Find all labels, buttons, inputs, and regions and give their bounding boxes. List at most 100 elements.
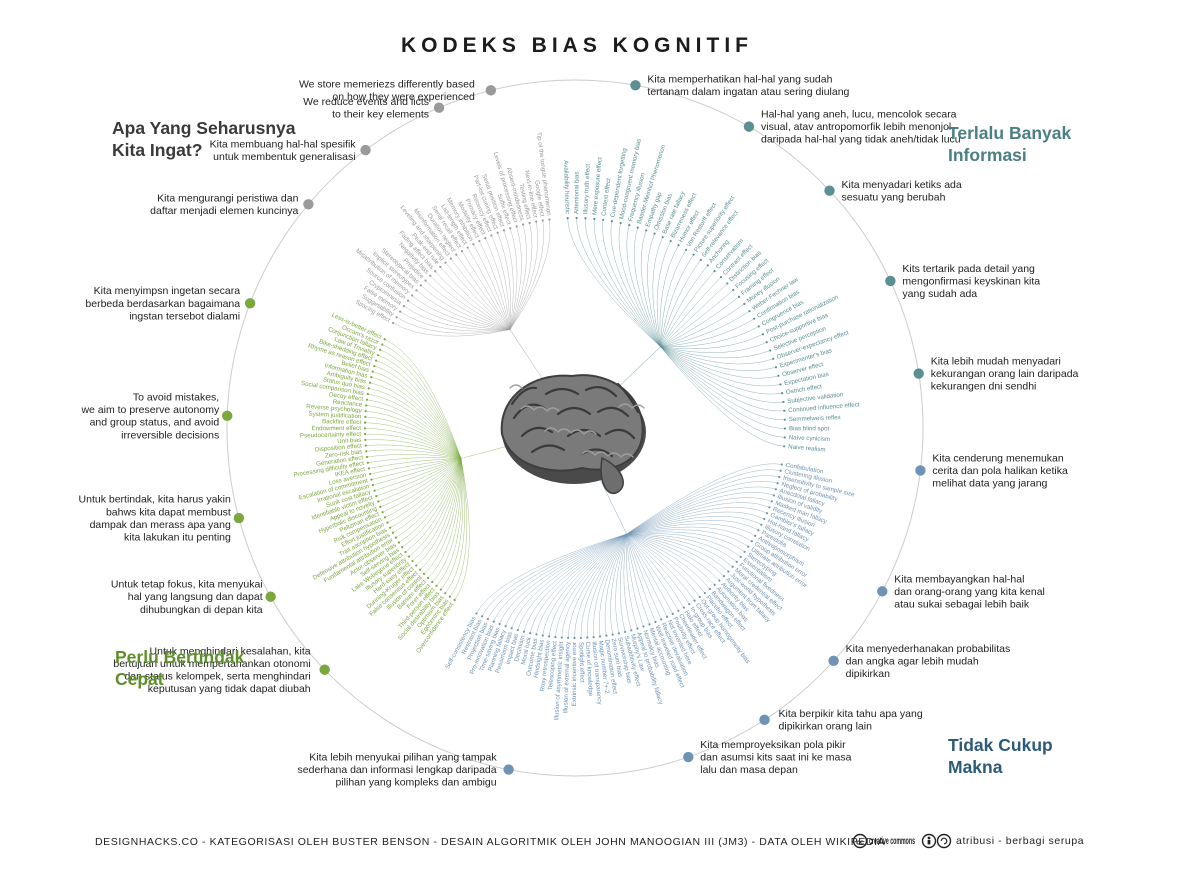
bias-name: Spotlight effect [577, 642, 585, 683]
branch-line [626, 520, 759, 535]
leaf-dot [453, 598, 456, 602]
leaf-dot [669, 239, 672, 243]
leaf-dot [760, 523, 763, 526]
branch-line [445, 262, 511, 330]
brain-highlight [583, 430, 597, 435]
cc-by-sa-icon [921, 833, 952, 849]
branch-line [593, 533, 627, 638]
leaf-dot [515, 225, 518, 228]
brain-stem [600, 456, 624, 495]
leaf-dot [365, 404, 368, 407]
branch-line [456, 254, 511, 330]
leaf-dot [628, 224, 631, 227]
leaf-dot [399, 310, 402, 313]
leaf-dot [778, 475, 781, 479]
branch-line [626, 533, 700, 598]
brain-highlight [594, 451, 608, 456]
category-label-bizarre-things: Hal-hal yang aneh, lucu, mencolok secara… [761, 109, 961, 146]
leaf-dot [774, 366, 778, 369]
category-label-line: Untuk bertindak, kita harus yakin [79, 494, 231, 506]
leaf-dot [783, 427, 787, 430]
bias-name: Availability heuristic [562, 160, 571, 214]
leaf-dot [444, 261, 447, 264]
branch-line [660, 276, 722, 347]
leaf-dot [719, 276, 723, 279]
branch-line [395, 458, 462, 538]
branch-line [368, 458, 462, 469]
leaf-dot [584, 217, 587, 220]
branch-line [368, 388, 462, 459]
leaf-dot [364, 444, 367, 447]
svg-text:cc: cc [856, 840, 864, 847]
branch-line [445, 458, 465, 594]
leaf-dot [677, 609, 680, 612]
branch-line [392, 458, 462, 533]
leaf-dot [431, 580, 434, 584]
leaf-dot [763, 517, 766, 521]
bias-name: Extrinsic incentive error [571, 642, 578, 706]
page-title: KODEKS BIAS KOGNITIF [401, 34, 753, 57]
category-label-line: Kita memproyeksikan pola pikir [700, 739, 846, 751]
leaf-dot [630, 629, 633, 632]
leaf-dot [522, 630, 526, 633]
quadrant-title-line: Perlu Bertindak [115, 647, 245, 667]
leaf-dot [661, 236, 664, 239]
leaf-dot [375, 494, 378, 498]
category-label-line: hal yang langsung dan dapat [128, 591, 263, 603]
branch-line [376, 360, 462, 459]
leaf-dot [484, 237, 487, 240]
category-label-line: dan status kelompek, serta menghindari [124, 671, 310, 683]
leaf-dot [449, 257, 452, 260]
branch-line [436, 458, 462, 586]
branch-line [626, 533, 729, 572]
leaf-dot [365, 398, 369, 401]
category-label-line: untuk membentuk generalisasi [213, 151, 355, 163]
cc-logo-text: creative commons [869, 836, 915, 847]
leaf-dot [636, 627, 639, 630]
quadrant-title-line: Makna [948, 757, 1003, 777]
leaf-dot [743, 550, 746, 553]
leaf-dot [688, 603, 691, 606]
branch-line [398, 458, 462, 543]
brain-highlight [557, 428, 571, 433]
leaf-dot [455, 253, 458, 256]
bias-name: Illusory truth effect [582, 163, 592, 214]
leaf-dot [366, 461, 369, 464]
leaf-dot [373, 364, 376, 368]
brain-highlight [581, 450, 595, 455]
branch-line [626, 516, 762, 535]
leaf-dot [645, 229, 648, 232]
leaf-dot [560, 636, 563, 639]
branch-line [497, 232, 512, 330]
branch-line [660, 296, 740, 348]
leaf-dot [757, 325, 760, 328]
leaf-dot [448, 595, 451, 598]
category-label-line: sesuatu yang berubah [842, 191, 946, 203]
leaf-dot [783, 409, 786, 412]
branch-fans [364, 217, 786, 639]
branch-line [626, 469, 781, 535]
leaf-dot [739, 555, 742, 559]
branch-line [509, 221, 539, 330]
category-label-line: atau sukai sebagai lebih baik [894, 598, 1030, 610]
leaf-dot [579, 636, 583, 640]
leaf-dot [415, 289, 418, 292]
leaf-dot [566, 217, 569, 220]
brain-fold [530, 444, 566, 454]
branch-line [396, 317, 510, 334]
category-label-line: We reduce events and licts [303, 96, 429, 108]
leaf-dot [722, 574, 726, 578]
leaf-dot [713, 269, 716, 273]
leaf-dot [783, 436, 786, 439]
branch-line [440, 266, 511, 330]
leaf-dot [434, 270, 437, 273]
branch-line [626, 486, 776, 535]
branch-line [517, 533, 627, 631]
category-label-avoid-mistakes: To avoid mistakes,we aim to preserve aut… [80, 391, 219, 441]
leaf-dot [726, 282, 729, 285]
branch-line [367, 393, 462, 459]
